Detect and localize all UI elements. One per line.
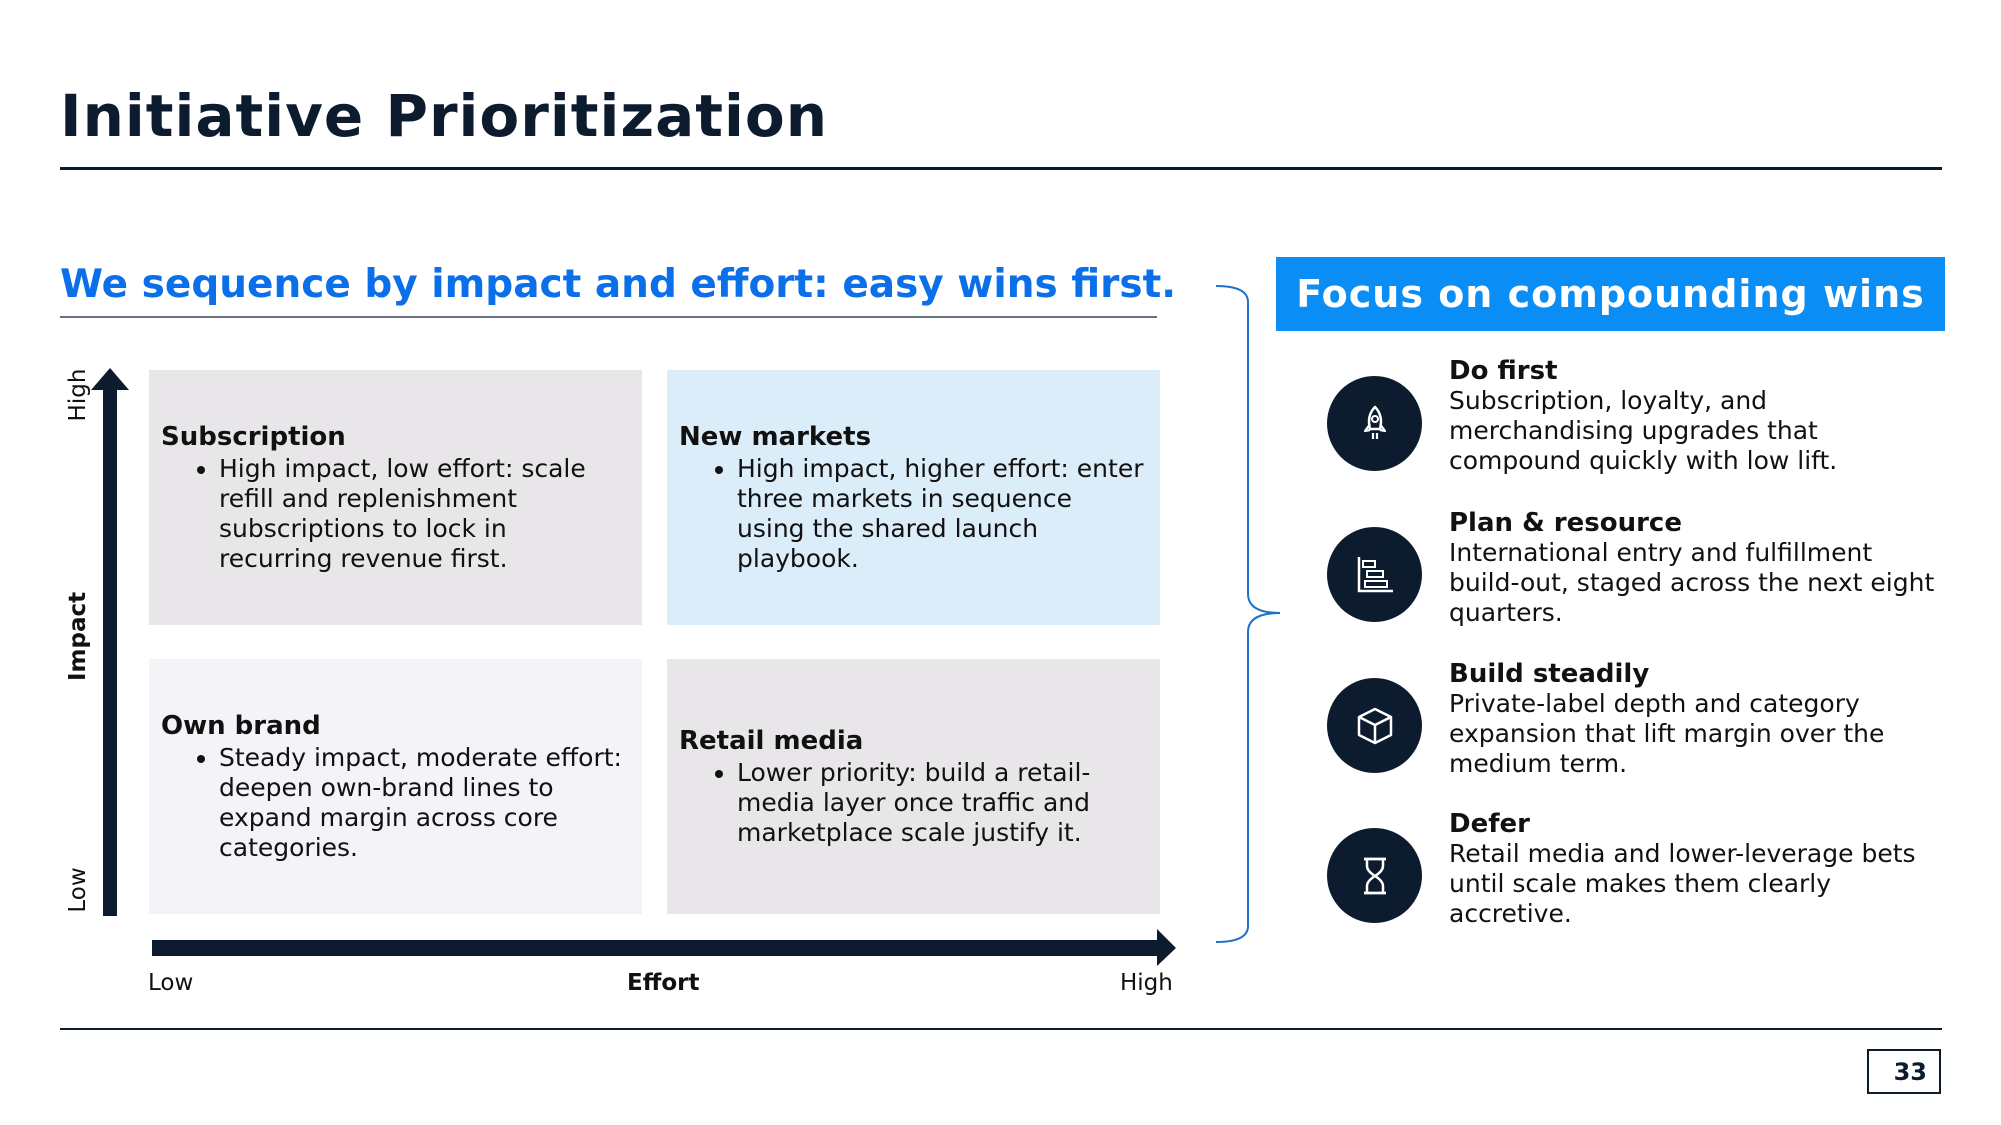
hourglass-icon (1327, 828, 1422, 923)
x-axis-high-label: High (1120, 970, 1173, 996)
quadrant-title: New markets (679, 421, 872, 452)
quadrant-own-brand: Own brand Steady impact, moderate effort… (149, 659, 642, 914)
page-number: 33 (1867, 1049, 1941, 1094)
headline-divider (60, 316, 1157, 318)
y-axis-arrow (91, 368, 129, 916)
cube-icon (1327, 678, 1422, 773)
quadrant-subscription: Subscription High impact, low effort: sc… (149, 370, 642, 625)
y-axis-low-label: Low (65, 867, 91, 913)
focus-item-do-first: Do first Subscription, loyalty, and merc… (1327, 356, 1937, 476)
focus-item-desc: Subscription, loyalty, and merchandising… (1449, 386, 1838, 475)
y-axis-high-label: High (65, 368, 91, 422)
page-title: Initiative Prioritization (60, 82, 829, 150)
x-axis-low-label: Low (148, 970, 194, 996)
focus-item-title: Do first (1449, 356, 1558, 386)
x-axis-arrow (152, 929, 1176, 966)
gantt-chart-icon (1327, 527, 1422, 622)
title-divider (60, 167, 1942, 170)
focus-item-title: Build steadily (1449, 659, 1650, 689)
focus-item-plan-resource: Plan & resource International entry and … (1327, 508, 1937, 628)
quadrant-new-markets: New markets High impact, higher effort: … (667, 370, 1160, 625)
focus-item-title: Plan & resource (1449, 508, 1682, 538)
quadrant-bullet: Lower priority: build a retail-media lay… (737, 758, 1146, 848)
right-brace (1215, 285, 1281, 943)
quadrant-title: Retail media (679, 725, 864, 756)
quadrant-retail-media: Retail media Lower priority: build a ret… (667, 659, 1160, 914)
focus-item-title: Defer (1449, 809, 1530, 839)
focus-item-desc: Private-label depth and category expansi… (1449, 689, 1885, 778)
footer-divider (60, 1028, 1942, 1030)
y-axis-title: Impact (65, 591, 91, 681)
quadrant-bullet: High impact, low effort: scale refill an… (219, 454, 628, 574)
quadrant-title: Own brand (161, 710, 321, 741)
headline: We sequence by impact and effort: easy w… (60, 262, 1177, 307)
focus-banner: Focus on compounding wins (1276, 257, 1945, 331)
focus-item-desc: International entry and fulfillment buil… (1449, 538, 1935, 627)
rocket-icon (1327, 376, 1422, 471)
quadrant-bullet: Steady impact, moderate effort: deepen o… (219, 743, 628, 863)
quadrant-bullet: High impact, higher effort: enter three … (737, 454, 1146, 574)
focus-item-build-steadily: Build steadily Private-label depth and c… (1327, 659, 1937, 779)
focus-item-defer: Defer Retail media and lower-leverage be… (1327, 809, 1937, 929)
quadrant-title: Subscription (161, 421, 346, 452)
focus-item-desc: Retail media and lower-leverage bets unt… (1449, 839, 1916, 928)
x-axis-title: Effort (627, 970, 700, 996)
